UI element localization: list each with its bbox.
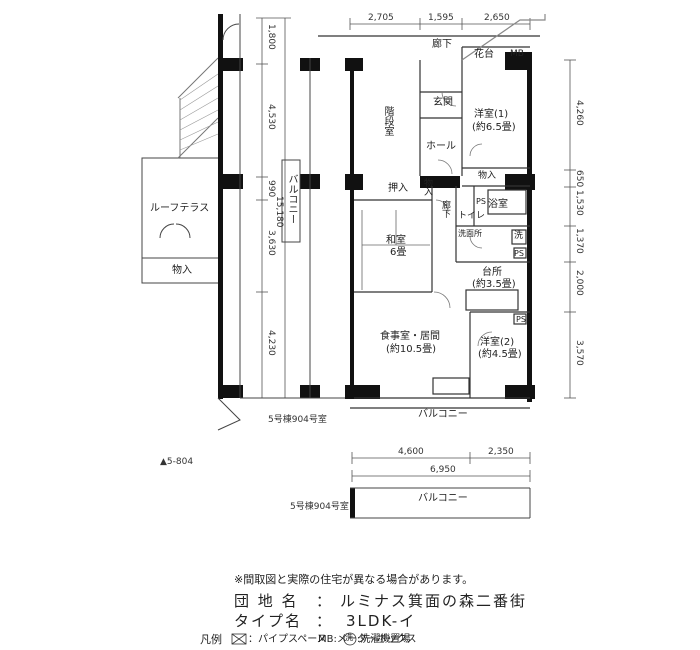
dim-right-3: 1,530: [574, 190, 584, 216]
complex-label: 団 地 名: [234, 592, 299, 610]
legend-mb: MB:メーターボックス: [318, 634, 417, 645]
legend-title: 凡例: [200, 633, 222, 646]
dim-bottom-total: 6,950: [430, 465, 456, 475]
legend-ps-symbol: [231, 632, 357, 646]
door-swings: [433, 91, 493, 347]
label-ps2: PS: [514, 249, 524, 258]
label-toilet: トイレ: [458, 211, 486, 221]
label-stairs: 階段室: [382, 106, 393, 136]
label-unit-2: 5号棟904号室: [290, 502, 349, 512]
label-western2-size: (約4.5畳): [478, 349, 522, 360]
label-living-size: (約10.5畳): [386, 344, 437, 355]
left-outlines: [217, 14, 350, 431]
label-roof-terrace: ルーフテラス: [150, 203, 210, 214]
complex-sep: ：: [316, 592, 334, 610]
tatami-lines: [361, 210, 430, 290]
dim-right-1: 4,260: [574, 100, 584, 126]
legend-wash-mark: 洗: [345, 633, 353, 642]
label-washitsu-size: 6畳: [390, 247, 407, 258]
label-unit-1: 5号棟904号室: [268, 415, 327, 425]
terrace-hatch: [179, 73, 219, 151]
label-ps1: PS: [476, 197, 486, 206]
dim-bottom-2: 2,350: [488, 447, 514, 457]
dim-left-2: 4,530: [266, 104, 276, 130]
label-washroom: 洗面所: [458, 229, 482, 238]
label-washitsu-name: 和室: [386, 235, 406, 246]
dim-left-1: 1,800: [266, 24, 276, 50]
label-storage-top: 物入: [478, 171, 497, 181]
label-western1-size: (約6.5畳): [472, 122, 516, 133]
label-balcony-bottom: バルコニー: [418, 409, 468, 420]
dim-left-3: 990: [266, 180, 276, 198]
label-flower-bed: 花台: [474, 49, 494, 60]
label-balcony-side: バルコニー: [286, 174, 297, 224]
type-name: 3LDK-イ: [346, 612, 417, 630]
dim-top-1: 2,705: [368, 13, 394, 23]
dim-bottom-1: 4,600: [398, 447, 424, 457]
label-corridor-mid: 廊下: [440, 200, 450, 218]
disclaimer: ※間取図と実際の住宅が異なる場合があります。: [234, 573, 474, 586]
legend-ps: ：パイプスペース: [248, 634, 327, 645]
dim-right-4: 1,370: [574, 228, 584, 254]
label-hall: ホール: [426, 141, 456, 152]
label-kitchen-size: (約3.5畳): [472, 279, 516, 290]
label-wash-mark: 洗: [514, 231, 524, 241]
dim-right-6: 3,570: [574, 340, 584, 366]
label-storage-mid: 物入: [422, 178, 432, 196]
label-ps3: PS: [516, 315, 526, 324]
lower-unit: [350, 487, 531, 519]
type-label: タイプ名: [234, 612, 303, 630]
dim-right-2: 650: [574, 170, 584, 188]
dim-right-5: 2,000: [574, 270, 584, 296]
dim-left-5: 4,230: [266, 330, 276, 356]
unit-walls: [345, 52, 535, 402]
dim-left-total: 15,180: [274, 196, 284, 228]
label-living-name: 食事室・居間: [380, 331, 440, 342]
dim-left-4: 3,630: [266, 230, 276, 256]
label-kitchen-name: 台所: [482, 267, 502, 278]
type-sep: ：: [316, 612, 334, 630]
roof-terrace: [141, 57, 221, 284]
label-storage-terrace: 物入: [172, 265, 192, 276]
label-oshiire: 押入: [388, 183, 408, 194]
label-corridor-top: 廊下: [432, 39, 452, 50]
dim-top-2: 1,595: [428, 13, 454, 23]
label-western2-name: 洋室(2): [480, 337, 515, 348]
label-neighbor: ▲5-804: [160, 457, 194, 467]
label-western1-name: 洋室(1): [474, 109, 509, 120]
complex-name: ルミナス箕面の森二番街: [340, 592, 528, 610]
label-meter-box: MB: [510, 49, 524, 59]
label-bath: 浴室: [488, 199, 508, 210]
label-entrance: 玄関: [433, 97, 453, 108]
left-walls: [218, 14, 320, 399]
label-balcony-bottom-2: バルコニー: [418, 493, 468, 504]
unit-partitions: [318, 14, 546, 409]
legend-wash: :洗濯機置場: [357, 634, 411, 645]
dim-top-3: 2,650: [484, 13, 510, 23]
